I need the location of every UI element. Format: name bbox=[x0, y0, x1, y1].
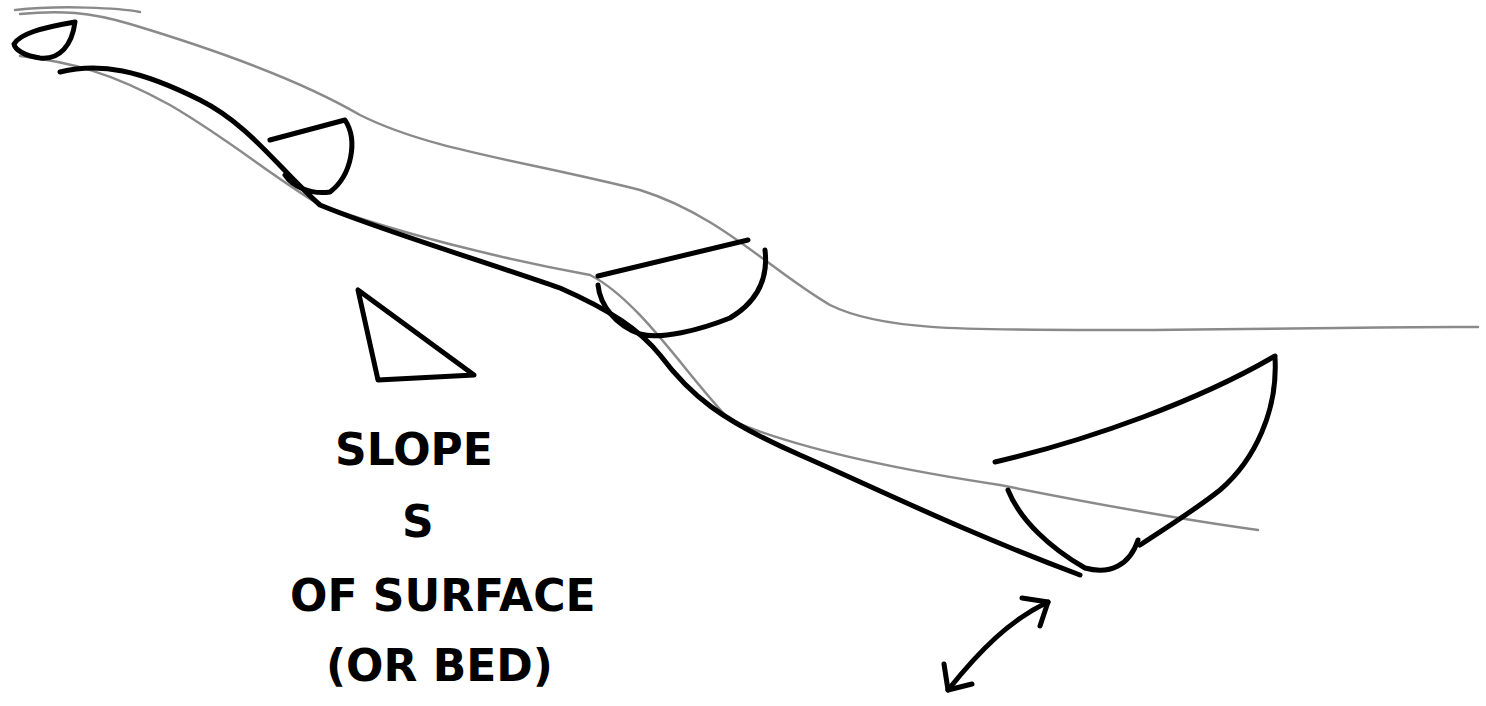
bed-and-sections bbox=[14, 22, 1275, 690]
section-3-chord bbox=[995, 356, 1275, 462]
slope-triangle bbox=[358, 290, 474, 380]
section-1 bbox=[270, 120, 352, 193]
section-3-inner bbox=[1008, 490, 1138, 570]
arrow-head bbox=[944, 664, 972, 690]
end-section bbox=[14, 22, 75, 58]
lower-surface bbox=[20, 56, 1258, 530]
note-label: OF SURFACE bbox=[290, 572, 596, 620]
note-label: SLOPE bbox=[335, 426, 493, 474]
note-label: (OR BED) bbox=[326, 642, 553, 690]
section-2 bbox=[598, 240, 766, 336]
top-edge bbox=[15, 7, 140, 12]
arrow-head bbox=[1022, 598, 1048, 626]
surface-lines bbox=[15, 7, 1478, 530]
bed-line bbox=[60, 68, 1080, 575]
section-3-outer bbox=[1140, 358, 1275, 545]
upper-surface bbox=[20, 12, 1478, 330]
note-label: S bbox=[402, 498, 434, 546]
double-arrow bbox=[948, 602, 1048, 690]
